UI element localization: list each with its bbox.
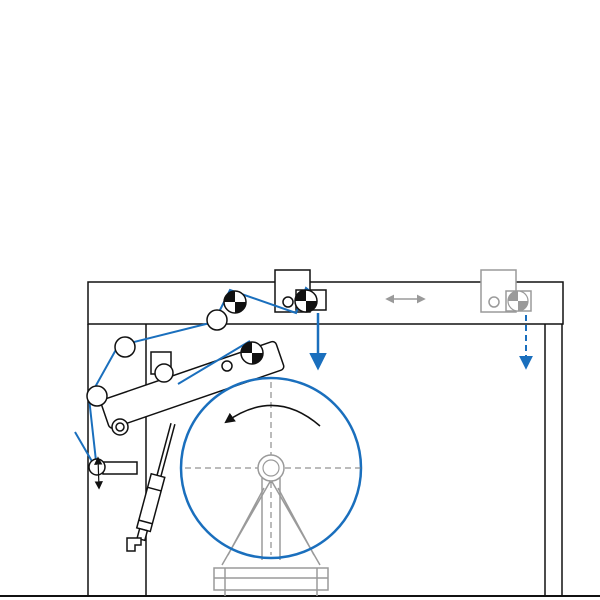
idler-roller	[154, 363, 174, 383]
idler-roller	[206, 309, 228, 331]
idler-roller	[114, 336, 136, 358]
idler-roller	[86, 385, 108, 407]
arm-small-roller	[221, 360, 233, 372]
ghost-driven-roller-icon	[507, 290, 529, 312]
pneumatic-cylinder	[135, 422, 176, 542]
lower-guide-bracket	[102, 461, 138, 475]
guide-adjust-arrow	[94, 456, 103, 490]
driven-roller-icon	[223, 290, 247, 314]
arm-pivot	[111, 418, 129, 436]
cylinder-mount	[126, 537, 142, 552]
idler-roller	[88, 458, 106, 476]
driven-roller-icon	[294, 289, 318, 313]
ghost-carriage	[480, 269, 532, 313]
roll-core	[257, 454, 285, 482]
rotation-arrow	[224, 404, 321, 427]
unwind-stand	[213, 478, 329, 596]
dancer-arm	[100, 340, 285, 429]
machine-frame	[87, 281, 564, 596]
driven-roller-icon	[240, 341, 264, 365]
web-to-dancer	[177, 340, 251, 385]
